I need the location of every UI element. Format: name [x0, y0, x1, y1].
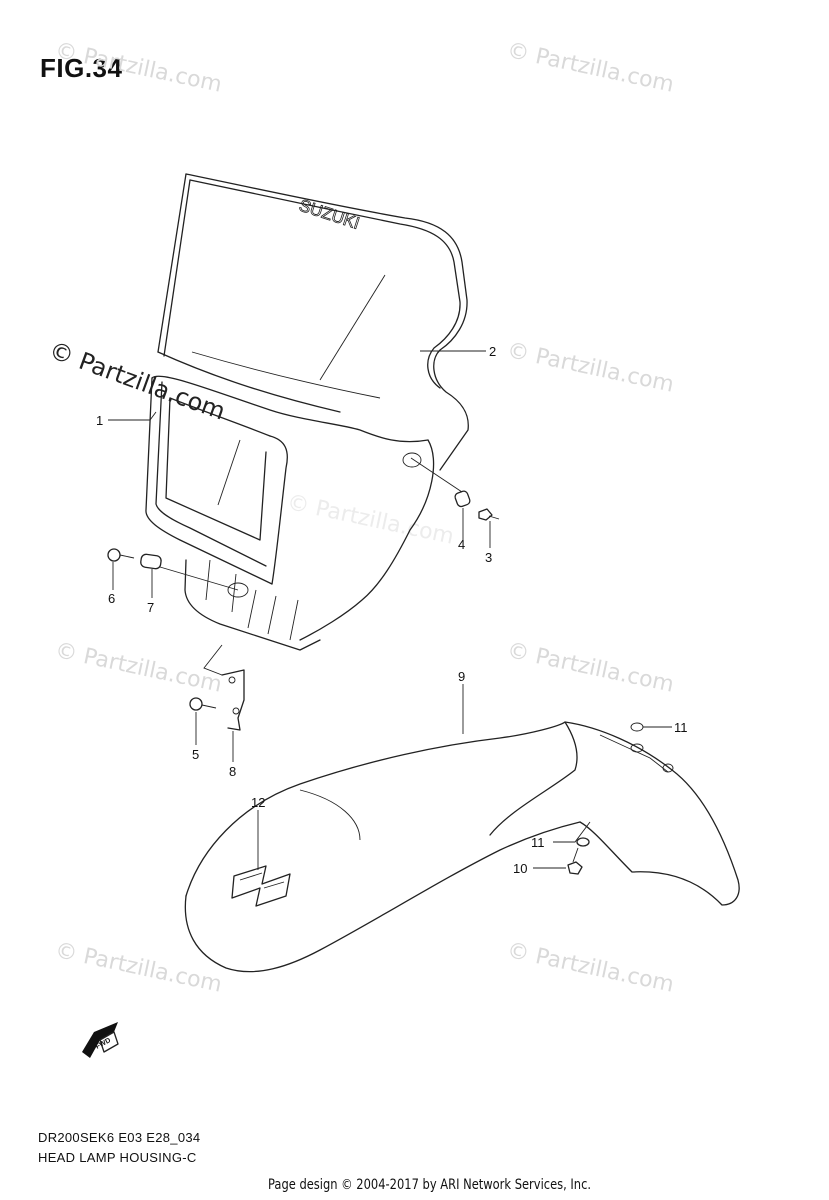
callout-11-lower: 11	[531, 835, 545, 850]
spacer-4[interactable]	[454, 490, 471, 508]
callout-11-upper: 11	[674, 720, 688, 735]
callout-8: 8	[229, 764, 237, 779]
callout-3: 3	[485, 550, 493, 565]
figure-title: FIG.34	[40, 53, 123, 83]
washer-11-lower[interactable]	[576, 837, 590, 847]
screw-3[interactable]	[478, 508, 500, 521]
screw-6[interactable]	[107, 548, 135, 562]
callout-7: 7	[147, 600, 155, 615]
fwd-arrow-icon: FWD	[82, 1022, 119, 1058]
headlamp-housing[interactable]	[145, 375, 435, 651]
suzuki-s-emblem-12[interactable]	[231, 865, 291, 907]
callout-9: 9	[458, 669, 466, 684]
spacer-7[interactable]	[140, 553, 162, 570]
callout-10: 10	[513, 861, 528, 876]
callout-12: 12	[251, 795, 266, 810]
suzuki-logo-text: SUZUKI	[297, 196, 362, 233]
section-name: HEAD LAMP HOUSING-C	[38, 1150, 197, 1165]
callout-2: 2	[489, 344, 497, 359]
leader-lines	[108, 350, 672, 870]
callout-4: 4	[458, 537, 466, 552]
callout-6: 6	[108, 591, 116, 606]
screw-5[interactable]	[189, 697, 217, 711]
bracket-8[interactable]	[221, 669, 245, 731]
headlamp-cover[interactable]	[157, 173, 469, 471]
suzuki-logo-emboss: SUZUKI	[296, 195, 362, 233]
page-credit: Page design © 2004-2017 by ARI Network S…	[268, 1177, 592, 1193]
callout-5: 5	[192, 747, 200, 762]
model-code: DR200SEK6 E03 E28_034	[38, 1130, 201, 1145]
callout-1: 1	[96, 413, 104, 428]
bolt-10[interactable]	[567, 847, 583, 875]
front-fender[interactable]	[184, 721, 740, 973]
